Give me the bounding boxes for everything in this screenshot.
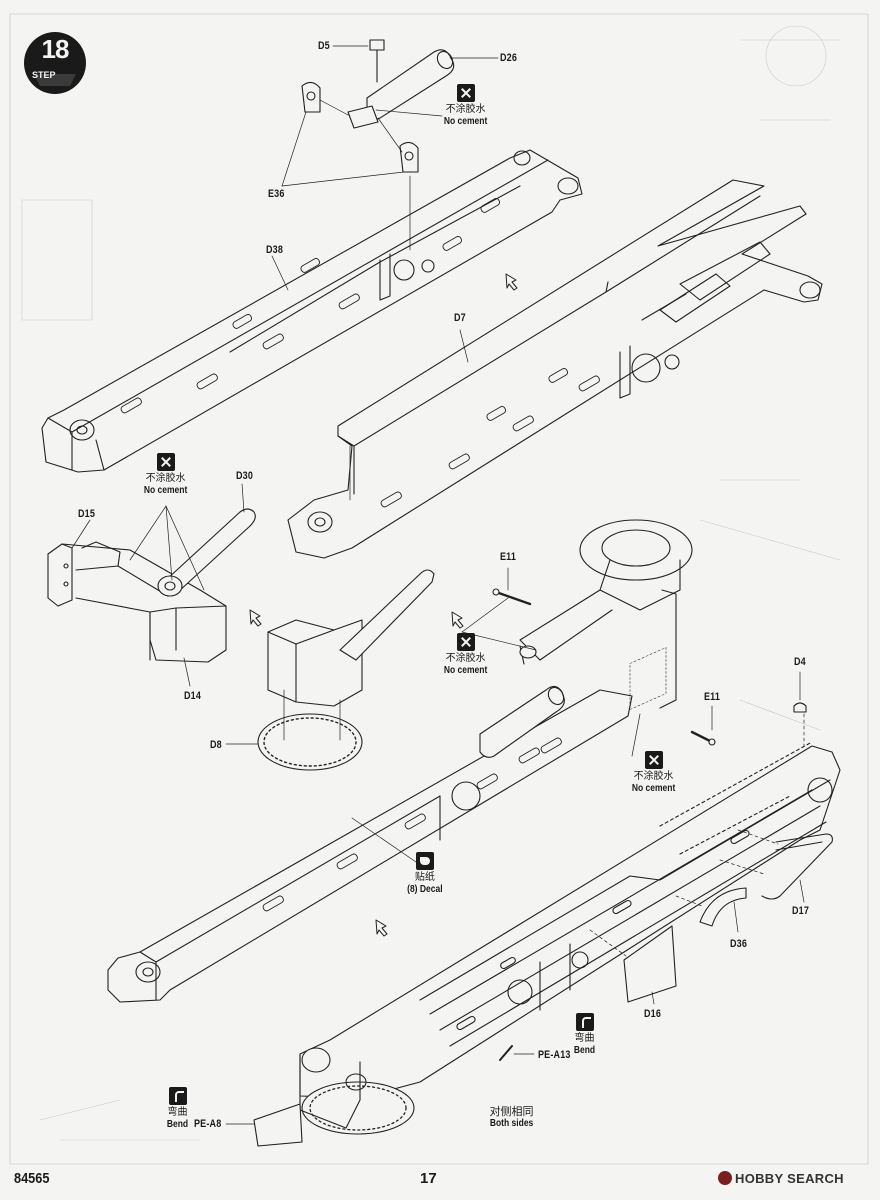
- part-e36-fittings: [301, 81, 419, 173]
- step-badge-circle: [24, 32, 86, 94]
- note-bend-pe-a13: 弯曲 Bend: [572, 1013, 597, 1057]
- page-number: 17: [420, 1170, 437, 1187]
- label-d38: D38: [266, 244, 284, 256]
- label-d4: D4: [794, 656, 806, 668]
- step-badge: 18 STEP: [22, 30, 88, 96]
- part-d8-ring: [257, 713, 363, 771]
- bend-en: Bend: [573, 1045, 596, 1056]
- note-no-cement-left: 不涂胶水 No cement: [140, 453, 191, 497]
- no-cement-icon: [156, 453, 175, 471]
- part-upper-ring: [519, 519, 693, 709]
- part-d8-mount: [267, 569, 435, 741]
- label-d14: D14: [184, 690, 202, 702]
- part-d7-beam: [287, 179, 823, 559]
- kit-code: 84565: [14, 1170, 50, 1187]
- no-cement-cn: 不涂胶水: [445, 104, 486, 115]
- d38-slots: [120, 198, 501, 414]
- bend-en: Bend: [166, 1119, 189, 1130]
- part-d5-pin: [369, 39, 385, 83]
- part-pe-a13: [499, 1045, 535, 1061]
- d7-slots: [380, 368, 600, 508]
- part-d30-axle: [157, 508, 256, 597]
- label-e11-right: E11: [704, 691, 721, 703]
- step-number: 18: [41, 34, 70, 64]
- label-d26: D26: [500, 52, 518, 64]
- leader-e36: [281, 111, 405, 187]
- label-d8: D8: [210, 739, 222, 751]
- part-d36-shield: [675, 887, 747, 933]
- no-cement-cn: 不涂胶水: [633, 771, 674, 782]
- decal-en: (8) Decal: [407, 884, 443, 895]
- label-d17: D17: [792, 905, 810, 917]
- leaders-d15-group: [71, 483, 245, 687]
- label-d5: D5: [318, 40, 330, 52]
- note-both-sides: 对侧相同 Both sides: [486, 1106, 537, 1130]
- decal-icon: [415, 852, 434, 870]
- part-lower-tray: [299, 741, 841, 1099]
- label-pe-a13: PE-A13: [538, 1049, 571, 1061]
- step-word: STEP: [32, 70, 56, 80]
- label-pe-a8: PE-A8: [194, 1118, 222, 1130]
- label-d15: D15: [78, 508, 96, 520]
- direction-arrows: [249, 273, 518, 937]
- part-recoil-cylinder: [479, 685, 565, 758]
- both-sides-cn: 对侧相同: [489, 1106, 534, 1118]
- leader-d38: [271, 255, 289, 291]
- both-sides-en: Both sides: [489, 1118, 534, 1129]
- leader-decal: [351, 817, 417, 863]
- no-cement-en: No cement: [443, 665, 488, 676]
- label-d30: D30: [236, 470, 254, 482]
- part-d16-plate: [589, 647, 677, 1005]
- part-main-trail: [107, 689, 633, 1003]
- part-d4-cap: [793, 671, 807, 747]
- no-cement-en: No cement: [143, 485, 188, 496]
- note-decal: 贴纸 (8) Decal: [404, 852, 446, 896]
- part-e11-pins: [492, 567, 716, 746]
- reverse-side-bleedthrough: [21, 25, 841, 1141]
- no-cement-icon: [644, 751, 663, 769]
- no-cement-en: No cement: [443, 116, 488, 127]
- note-bend-pe-a8: 弯曲 Bend: [165, 1087, 190, 1131]
- part-d17-frame: [719, 829, 833, 903]
- bend-icon: [575, 1013, 594, 1031]
- bend-icon: [168, 1087, 187, 1105]
- main-trail-slots: [262, 737, 562, 912]
- label-d16: D16: [644, 1008, 662, 1020]
- no-cement-icon: [456, 633, 475, 651]
- part-pe-a8: [225, 1083, 303, 1147]
- leader-no-cement-right: [631, 713, 641, 757]
- label-e36: E36: [268, 188, 285, 200]
- bend-cn: 弯曲: [574, 1033, 595, 1044]
- no-cement-icon: [456, 84, 475, 102]
- part-lower-base: [299, 1047, 415, 1135]
- label-d7: D7: [454, 312, 466, 324]
- page-border: [9, 13, 869, 1165]
- label-d36: D36: [730, 938, 748, 950]
- no-cement-cn: 不涂胶水: [145, 473, 186, 484]
- watermark-text: HOBBY SEARCH: [735, 1171, 844, 1186]
- note-no-cement-top: 不涂胶水 No cement: [440, 84, 491, 128]
- no-cement-en: No cement: [631, 783, 676, 794]
- part-d38-beam: [41, 149, 583, 473]
- bend-cn: 弯曲: [167, 1107, 188, 1118]
- note-no-cement-mid: 不涂胶水 No cement: [440, 633, 491, 677]
- note-no-cement-right: 不涂胶水 No cement: [628, 751, 679, 795]
- watermark: HOBBY SEARCH: [718, 1171, 844, 1186]
- part-d15-d14-bracket: [47, 541, 227, 663]
- no-cement-cn: 不涂胶水: [445, 653, 486, 664]
- label-e11-left: E11: [500, 551, 517, 563]
- watermark-logo-icon: [718, 1171, 732, 1185]
- leader-no-cement-top: [375, 109, 443, 117]
- leader-d7: [459, 329, 469, 363]
- decal-cn: 贴纸: [414, 872, 435, 883]
